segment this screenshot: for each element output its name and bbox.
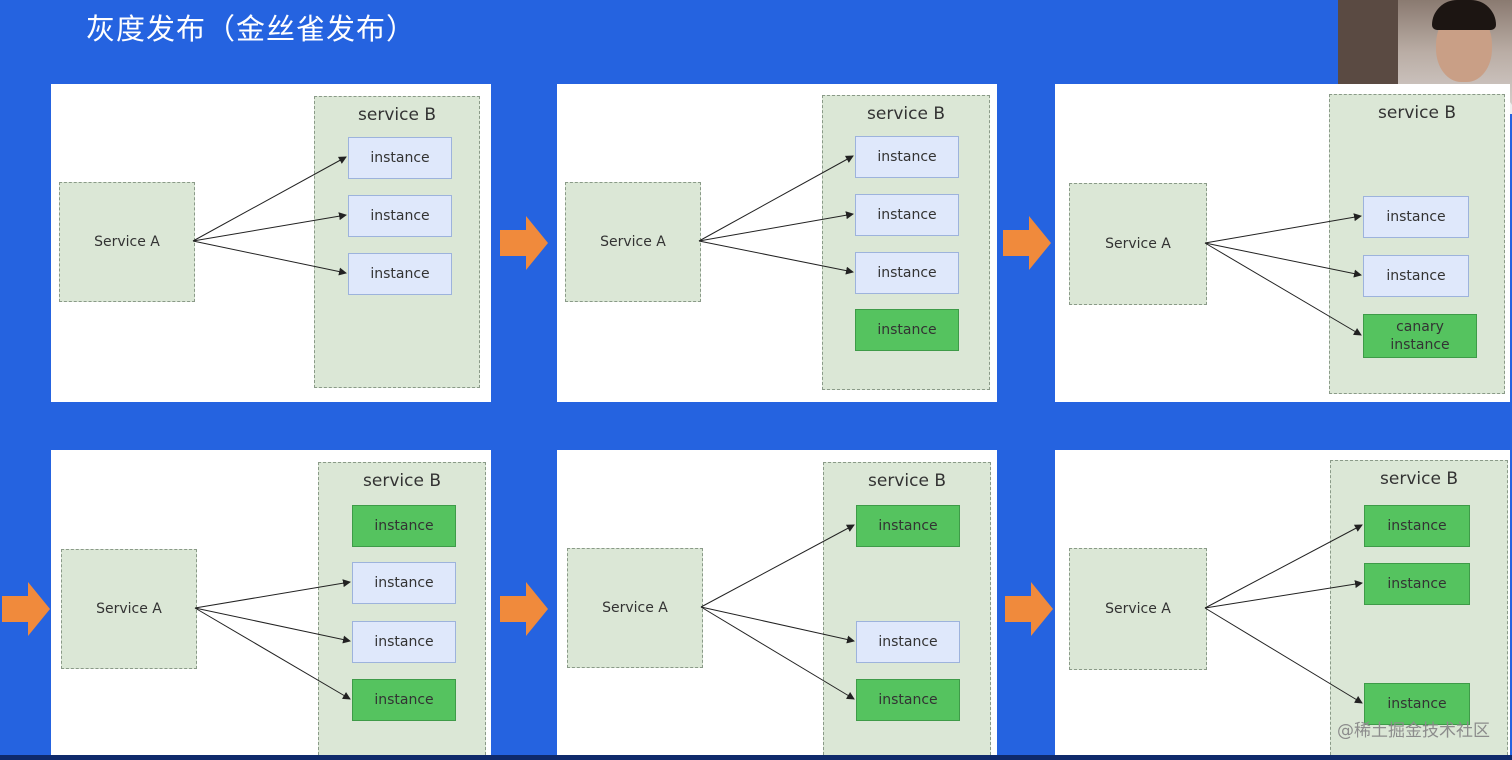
service-b-label: service B <box>358 105 436 125</box>
service-b-label: service B <box>1380 469 1458 489</box>
routing-arrows <box>194 579 351 700</box>
video-progress-bar <box>0 755 1512 760</box>
route-arrow <box>194 607 351 644</box>
route-arrow <box>194 579 351 609</box>
old-instance: instance <box>855 194 959 236</box>
next-step-arrow-icon <box>500 582 548 636</box>
service-a-box: Service A <box>565 182 701 302</box>
route-arrow <box>698 240 854 275</box>
next-step-arrow-icon <box>500 216 548 270</box>
old-instance: instance <box>855 136 959 178</box>
new-instance: instance <box>352 679 456 721</box>
route-arrow <box>1204 580 1363 609</box>
old-instance: instance <box>1363 196 1469 238</box>
old-instance: instance <box>352 562 456 604</box>
route-arrow <box>192 212 347 242</box>
service-a-box: Service A <box>1069 548 1207 670</box>
new-instance: instance <box>352 505 456 547</box>
old-instance: instance <box>1363 255 1469 297</box>
route-arrow <box>192 156 347 242</box>
service-b-container: service B <box>314 96 480 388</box>
diagram-panel-step-3: service B Service A instance instance canary… <box>1055 84 1510 402</box>
route-arrow <box>1204 242 1362 278</box>
old-instance: instance <box>348 195 452 237</box>
diagram-panel-step-5: service B Service A instance instance instan… <box>557 450 997 760</box>
route-arrow <box>698 155 854 242</box>
route-arrow <box>698 211 854 242</box>
old-instance: instance <box>855 252 959 294</box>
next-step-arrow-icon <box>2 582 50 636</box>
new-instance: instance <box>1364 683 1470 725</box>
service-a-box: Service A <box>59 182 195 302</box>
service-a-box: Service A <box>1069 183 1207 305</box>
route-arrow <box>700 606 855 700</box>
new-instance: instance <box>856 505 960 547</box>
route-arrow <box>1204 524 1363 609</box>
slide-title: 灰度发布（金丝雀发布） <box>86 12 417 46</box>
service-b-label: service B <box>868 471 946 491</box>
routing-arrows <box>192 156 347 276</box>
service-b-label: service B <box>867 104 945 124</box>
route-arrow <box>1204 607 1363 704</box>
service-b-label: service B <box>1378 103 1456 123</box>
new-instance: instance <box>1364 563 1470 605</box>
route-arrow <box>700 606 855 644</box>
route-arrow <box>1204 213 1362 244</box>
new-instance: instance <box>855 309 959 351</box>
diagram-panel-step-4: service B Service A instance instance instan… <box>51 450 491 760</box>
old-instance: instance <box>856 621 960 663</box>
next-step-arrow-icon <box>1003 216 1051 270</box>
routing-arrows <box>700 524 855 700</box>
old-instance: instance <box>348 253 452 295</box>
diagram-panel-step-2: service B Service A instance instance instan… <box>557 84 997 402</box>
new-instance: instance <box>1364 505 1470 547</box>
old-instance: instance <box>348 137 452 179</box>
old-instance: instance <box>352 621 456 663</box>
route-arrow <box>1204 242 1362 336</box>
next-step-arrow-icon <box>1005 582 1053 636</box>
routing-arrows <box>1204 524 1363 704</box>
service-b-label: service B <box>363 471 441 491</box>
new-instance: canary instance <box>1363 314 1477 358</box>
route-arrow <box>700 524 855 608</box>
service-a-box: Service A <box>61 549 197 669</box>
routing-arrows <box>698 155 854 275</box>
route-arrow <box>192 240 347 276</box>
webcam-overlay <box>1338 0 1512 114</box>
watermark: @稀土掘金技术社区 <box>1337 721 1490 741</box>
diagram-panel-step-1: service B Service A instance instance instan… <box>51 84 491 402</box>
new-instance: instance <box>856 679 960 721</box>
service-a-box: Service A <box>567 548 703 668</box>
routing-arrows <box>1204 213 1362 336</box>
route-arrow <box>194 607 351 700</box>
diagram-panel-step-6: service B Service A instance instance instan… <box>1055 450 1510 760</box>
